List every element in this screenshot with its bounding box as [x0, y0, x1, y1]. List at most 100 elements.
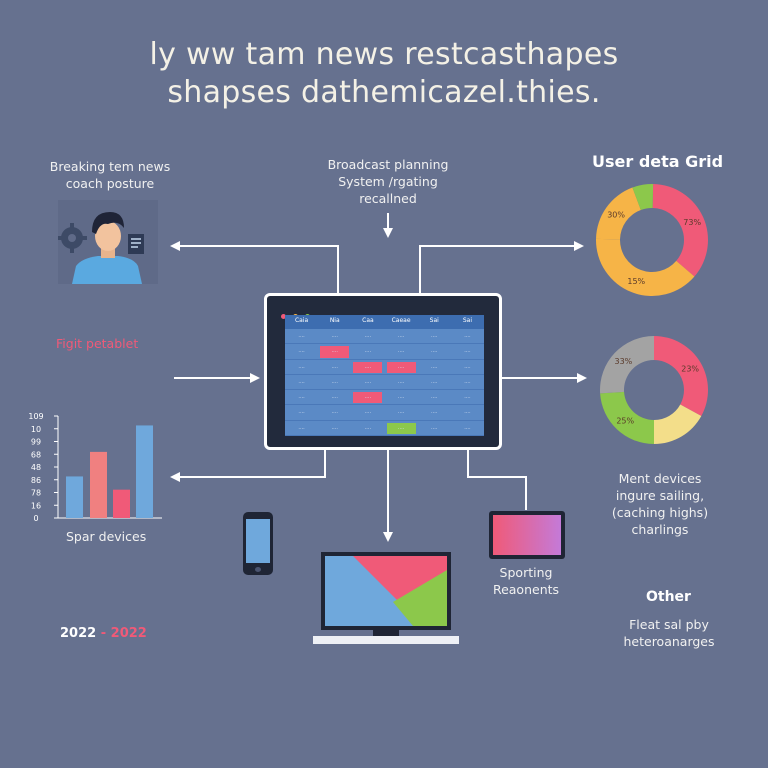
grid-cell[interactable]: ....	[298, 394, 305, 401]
top-left-label: Breaking tem news coach posture	[40, 158, 180, 192]
bar-chart-y-tick: 48	[31, 463, 41, 472]
bar-chart-bar	[66, 476, 83, 518]
top-center-line-3: recallned	[359, 191, 417, 206]
grid-cell[interactable]: ....	[364, 333, 372, 339]
grid-cell[interactable]: ....	[431, 394, 438, 401]
bar-chart-y-tick: 86	[31, 476, 41, 485]
grid-cell[interactable]: ....	[464, 348, 471, 355]
grid-row[interactable]: ........................	[285, 390, 484, 406]
grid-cell[interactable]: ....	[397, 333, 405, 339]
grid-cell[interactable]: ....	[397, 409, 405, 416]
donut-slice	[632, 184, 654, 211]
donut-slice	[596, 238, 695, 297]
grid-cell[interactable]: ....	[298, 348, 305, 355]
other-line-2: heteroanarges	[623, 634, 715, 649]
grid-row[interactable]: ........................	[285, 329, 484, 345]
bar-chart-y-tick: 16	[31, 501, 41, 510]
grid-cell[interactable]: ....	[431, 363, 438, 370]
grid-cell[interactable]: ....	[320, 346, 350, 358]
user-data-grid-heading: User deta Grid	[592, 152, 724, 171]
sporting-line-1: Sporting	[499, 565, 553, 580]
donut-slice	[596, 187, 641, 240]
grid-cell[interactable]: ....	[464, 363, 471, 370]
grid-row[interactable]: ........................	[285, 375, 484, 391]
bar-chart-bar	[113, 489, 130, 518]
person-hair	[92, 212, 124, 234]
other-label: Fleat sal pby heteroanarges	[594, 616, 744, 650]
grid-cell[interactable]: ....	[298, 333, 305, 339]
right-middle-line-2: ingure sailing,	[615, 488, 705, 503]
grid-cell[interactable]: ....	[364, 378, 372, 385]
grid-cell[interactable]: ....	[431, 348, 438, 355]
grid-column-header[interactable]: Caa	[362, 317, 374, 324]
document-icon	[128, 234, 144, 254]
top-left-line-1: Breaking tem news	[49, 159, 171, 174]
grid-row[interactable]: ........................	[285, 360, 484, 375]
bar-chart-bar	[90, 451, 107, 518]
person-face	[95, 221, 121, 251]
grid-cell[interactable]: ....	[331, 378, 338, 385]
grid-cell[interactable]: ....	[331, 363, 338, 370]
title-line-1: ly ww tam news restcasthapes	[149, 37, 619, 72]
year-end: 2022	[110, 626, 147, 641]
grid-cell[interactable]: ....	[464, 333, 471, 339]
smartphone-icon	[243, 512, 273, 575]
grid-cell[interactable]: ....	[364, 348, 372, 355]
grid-cell[interactable]: ....	[464, 378, 471, 385]
small-tablet-icon	[489, 511, 565, 559]
grid-row[interactable]: ........................	[285, 344, 484, 360]
grid-cell[interactable]: ....	[331, 333, 338, 339]
grid-column-header[interactable]: Caia	[294, 317, 309, 324]
grid-cell[interactable]: ....	[431, 409, 438, 416]
donut-value-label: 15%	[627, 277, 645, 286]
bar-chart-bar	[136, 425, 153, 518]
grid-cell[interactable]: ....	[431, 378, 438, 385]
top-center-line-1: Broadcast planning	[327, 157, 449, 172]
grid-cell[interactable]: ....	[397, 378, 405, 385]
grid-body: ........................................…	[285, 329, 484, 436]
grid-column-header[interactable]: Caeae	[391, 317, 411, 324]
year-separator: -	[100, 626, 107, 641]
grid-cell[interactable]: ....	[386, 422, 416, 434]
grid-column-header[interactable]: Sai	[429, 317, 439, 324]
grid-cell[interactable]: ....	[464, 424, 471, 431]
grid-cell[interactable]: ....	[353, 361, 383, 373]
grid-cell[interactable]: ....	[331, 409, 338, 416]
grid-cell[interactable]: ....	[431, 424, 438, 431]
grid-cell[interactable]: ....	[464, 409, 471, 416]
right-middle-line-1: Ment devices	[618, 471, 702, 486]
grid-cell[interactable]: ....	[386, 361, 416, 373]
grid-cell[interactable]: ....	[364, 424, 372, 431]
grid-cell[interactable]: ....	[397, 348, 405, 355]
donut-slice	[654, 404, 702, 444]
other-line-1: Fleat sal pby	[629, 617, 709, 632]
donut-slice	[600, 391, 654, 444]
grid-row[interactable]: ........................	[285, 421, 484, 436]
donut-chart-top: 73%15%30%	[596, 184, 708, 297]
top-left-line-2: coach posture	[65, 176, 155, 191]
grid-header-row: Caia Nia Caa Caeae Sai Sai	[285, 315, 484, 329]
grid-cell[interactable]: ....	[298, 363, 305, 370]
grid-cell[interactable]: ....	[431, 333, 438, 339]
grid-cell[interactable]: ....	[397, 394, 405, 401]
grid-row[interactable]: ........................	[285, 405, 484, 421]
sporting-line-2: Reaonents	[492, 582, 560, 597]
grid-cell[interactable]: ....	[353, 392, 383, 404]
grid-cell[interactable]: ....	[464, 394, 471, 401]
gear-icon	[58, 223, 87, 253]
donut-value-label: 73%	[683, 218, 701, 227]
grid-cell[interactable]: ....	[298, 424, 305, 431]
grid-cell[interactable]: ....	[298, 378, 305, 385]
central-grid-monitor: Caia Nia Caa Caeae Sai Sai ..................…	[264, 293, 502, 450]
grid-cell[interactable]: ....	[364, 409, 372, 416]
year-start: 2022	[60, 626, 97, 641]
other-heading: Other	[646, 589, 691, 605]
data-grid: Caia Nia Caa Caeae Sai Sai ..................…	[285, 315, 484, 436]
right-middle-line-3: (caching highs)	[611, 505, 709, 520]
grid-cell[interactable]: ....	[331, 424, 338, 431]
left-middle-label: Figit petablet	[56, 336, 139, 351]
grid-column-header[interactable]: Nia	[329, 317, 340, 324]
grid-column-header[interactable]: Sai	[462, 317, 472, 324]
grid-cell[interactable]: ....	[298, 409, 305, 416]
grid-cell[interactable]: ....	[331, 394, 338, 401]
